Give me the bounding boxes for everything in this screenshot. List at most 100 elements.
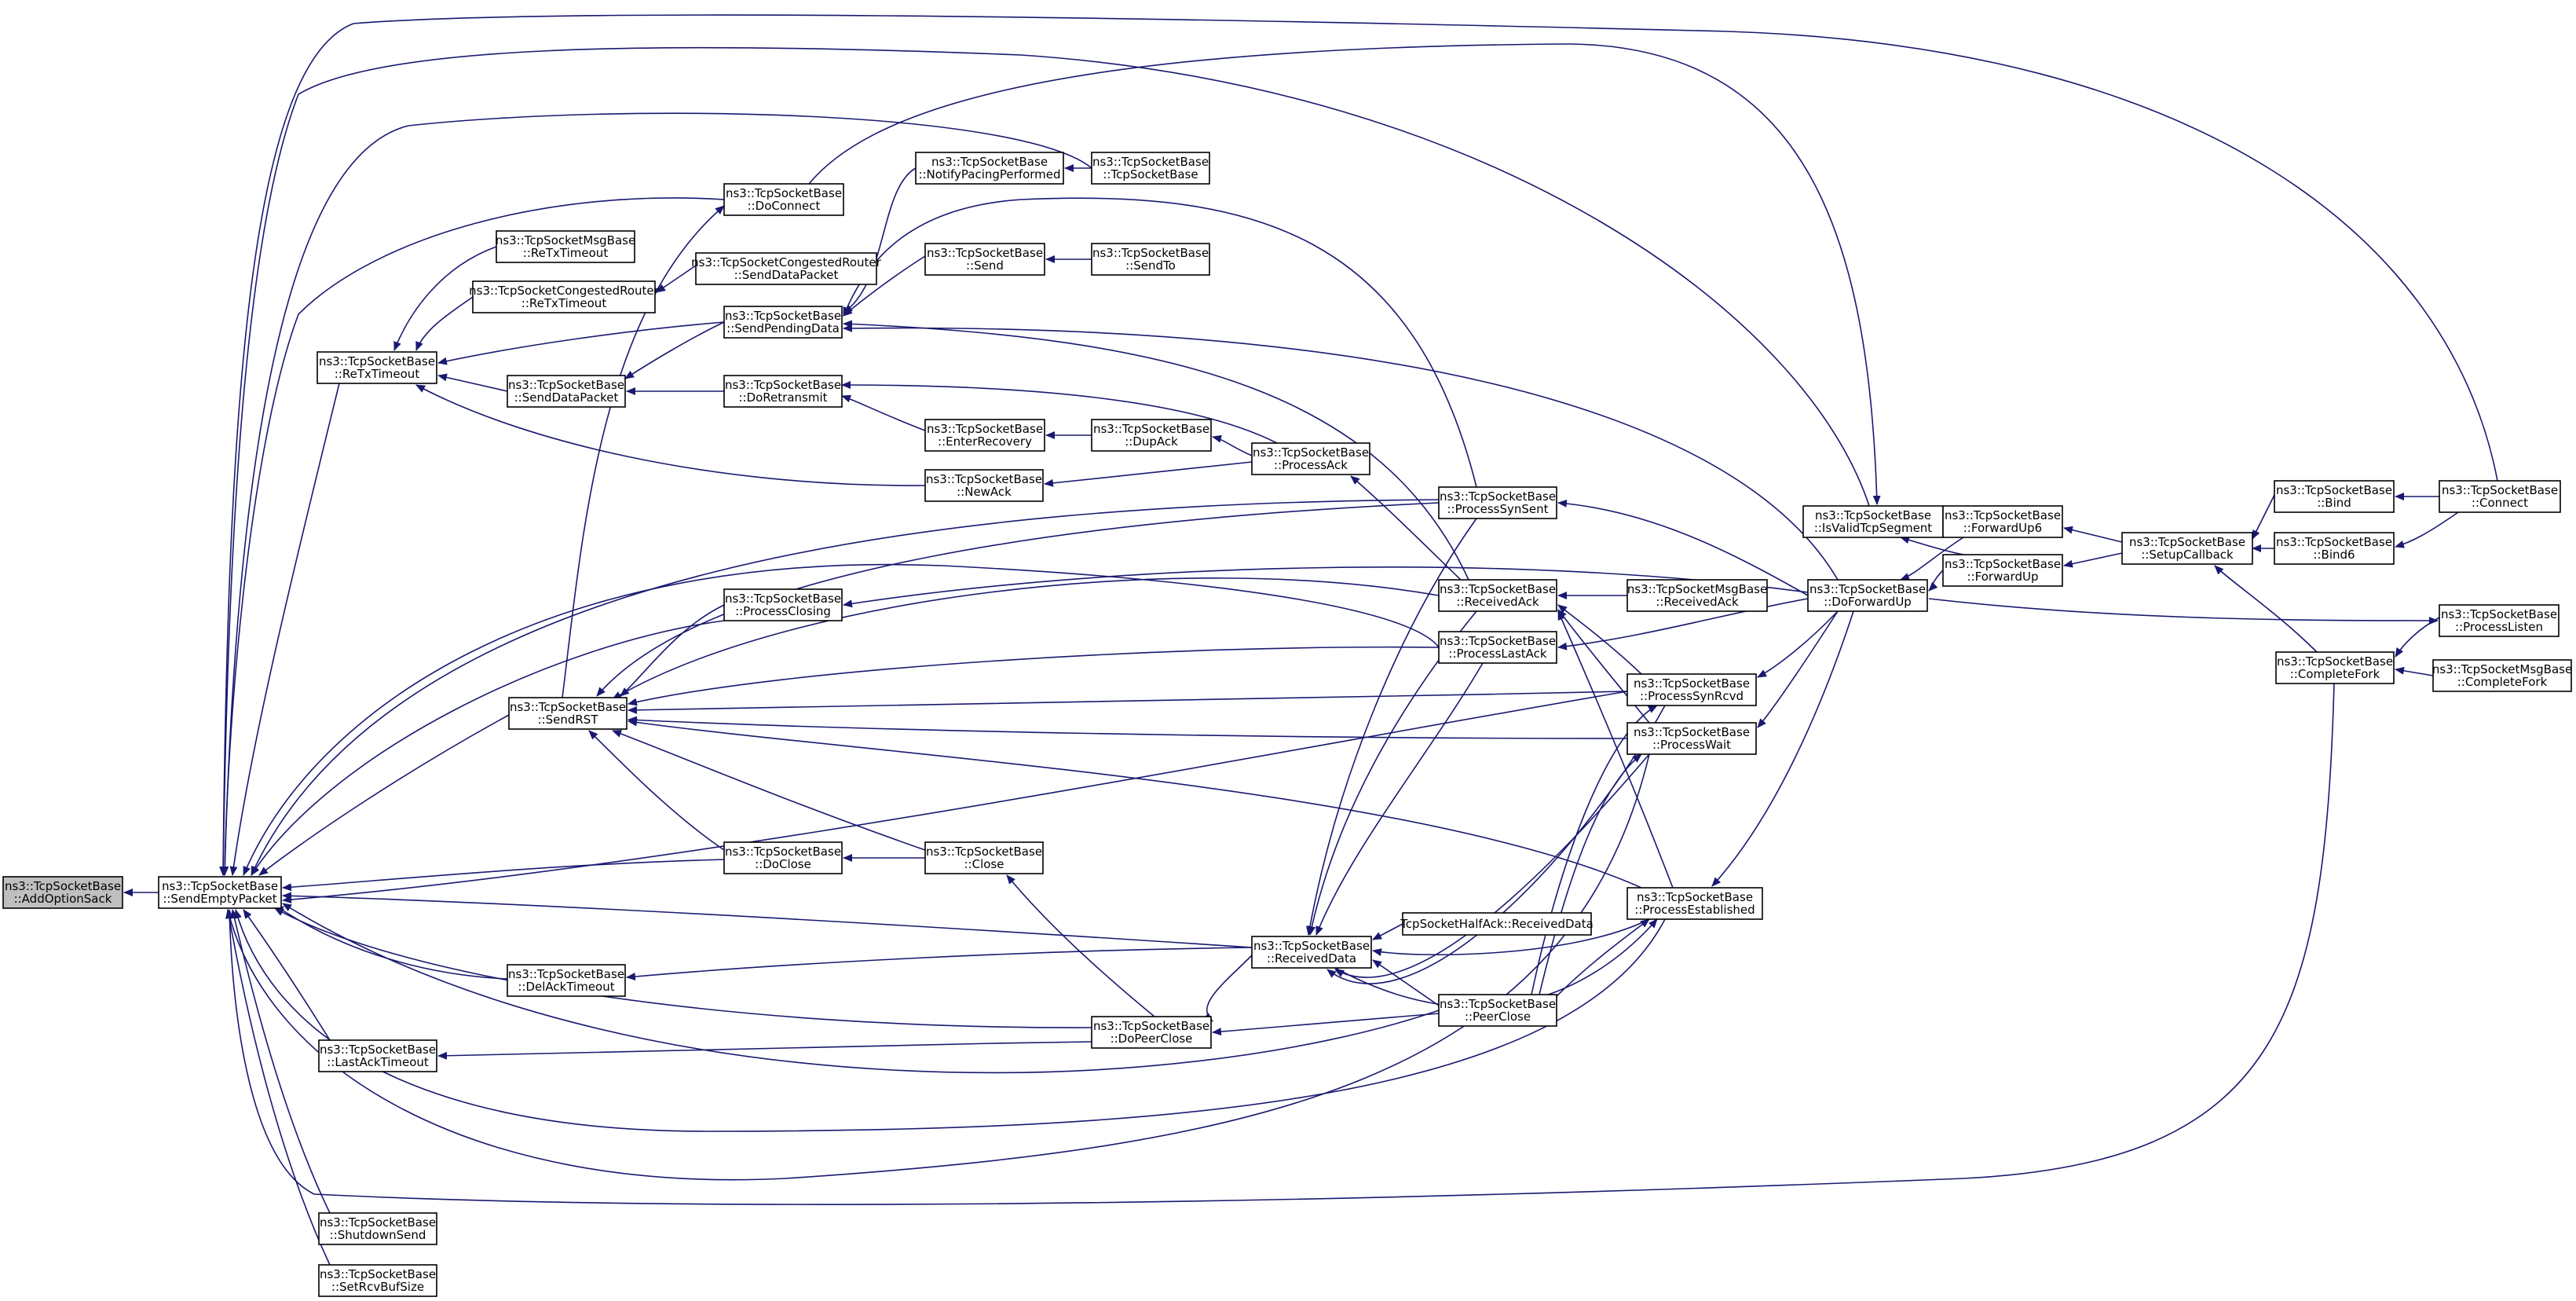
node-label-processsynrcvd-0: ns3::TcpSocketBase: [1634, 676, 1750, 691]
node-processwait[interactable]: ns3::TcpSocketBase::ProcessWait: [1626, 722, 1757, 755]
node-receivedack[interactable]: ns3::TcpSocketBase::ReceivedAck: [1438, 579, 1557, 612]
edge-close-to-sendrst: [612, 730, 926, 851]
edge-doforwardup-to-sendpending: [843, 324, 1839, 581]
node-label-bind6-1: ::Bind6: [2313, 548, 2355, 562]
node-congsenddata[interactable]: ns3::TcpSocketCongestedRouter::SendDataP…: [691, 252, 882, 285]
node-shutdownsend[interactable]: ns3::TcpSocketBase::ShutdownSend: [318, 1212, 437, 1245]
edge-setrcvbuf-to-sendempty: [225, 909, 331, 1266]
node-label-processlisten-1: ::ProcessListen: [2455, 620, 2543, 634]
node-doforwardup[interactable]: ns3::TcpSocketBase::DoForwardUp: [1807, 579, 1928, 612]
edge-processestablished-to-sendempty: [234, 909, 1666, 1132]
node-sendpending[interactable]: ns3::TcpSocketBase::SendPendingData: [723, 306, 843, 339]
edge-processwait-to-receivedack: [1557, 609, 1650, 724]
node-label-receiveddata-1: ::ReceivedData: [1267, 951, 1356, 966]
node-label-rextimeout-1: ::ReTxTimeout: [335, 367, 420, 381]
node-send[interactable]: ns3::TcpSocketBase::Send: [924, 243, 1045, 276]
node-label-senddatapacket-0: ns3::TcpSocketBase: [508, 378, 624, 392]
node-label-shutdownsend-0: ns3::TcpSocketBase: [320, 1215, 436, 1230]
node-rextimeout[interactable]: ns3::TcpSocketBase::ReTxTimeout: [317, 351, 437, 384]
node-msgcompletefork[interactable]: ns3::TcpSocketMsgBase::CompleteFork: [2432, 659, 2572, 692]
node-connect[interactable]: ns3::TcpSocketBase::Connect: [2439, 480, 2561, 513]
node-notifypacing[interactable]: ns3::TcpSocketBase::NotifyPacingPerforme…: [915, 152, 1064, 185]
node-label-doforwardup-0: ns3::TcpSocketBase: [1809, 582, 1926, 596]
node-forwardup[interactable]: ns3::TcpSocketBase::ForwardUp: [1942, 554, 2063, 587]
edge-processlastack-to-sendrst: [628, 646, 1440, 706]
node-root[interactable]: ns3::TcpSocketBase::AddOptionSack: [2, 876, 123, 909]
node-label-notifypacing-0: ns3::TcpSocketBase: [931, 155, 1048, 169]
node-bind6[interactable]: ns3::TcpSocketBase::Bind6: [2274, 532, 2395, 565]
edge-doclose-to-sendempty: [282, 859, 725, 892]
node-msgreceivedack[interactable]: ns3::TcpSocketMsgBase::ReceivedAck: [1626, 579, 1768, 612]
node-label-doconnect-1: ::DoConnect: [748, 199, 821, 213]
edge-shutdownsend-to-sendempty: [230, 909, 331, 1214]
node-label-processack-1: ::ProcessAck: [1274, 458, 1348, 472]
node-label-dopeerclose-0: ns3::TcpSocketBase: [1093, 1019, 1209, 1033]
node-setupcallback[interactable]: ns3::TcpSocketBase::SetupCallback: [2121, 532, 2253, 565]
node-lastacktimeout[interactable]: ns3::TcpSocketBase::LastAckTimeout: [318, 1039, 437, 1072]
node-setrcvbuf[interactable]: ns3::TcpSocketBase::SetRcvBufSize: [318, 1264, 437, 1297]
node-tcpsocketbase[interactable]: ns3::TcpSocketBase::TcpSocketBase: [1091, 152, 1210, 185]
node-label-doretransmit-0: ns3::TcpSocketBase: [725, 378, 841, 392]
edge-congsenddata-to-congrextimeout: [656, 265, 697, 293]
node-label-processclosing-1: ::ProcessClosing: [735, 604, 831, 618]
edge-sendrst-to-doconnect: [562, 205, 725, 698]
node-close[interactable]: ns3::TcpSocketBase::Close: [924, 841, 1044, 874]
node-processlastack[interactable]: ns3::TcpSocketBase::ProcessLastAck: [1438, 631, 1557, 664]
edge-doforwardup-to-processclosing: [843, 566, 1809, 608]
node-label-enterrecovery-1: ::EnterRecovery: [938, 434, 1032, 449]
node-congrextimeout[interactable]: ns3::TcpSocketCongestedRouter::ReTxTimeo…: [469, 280, 660, 313]
node-receiveddata[interactable]: ns3::TcpSocketBase::ReceivedData: [1251, 936, 1372, 969]
node-label-processestablished-0: ns3::TcpSocketBase: [1637, 890, 1753, 904]
node-senddatapacket[interactable]: ns3::TcpSocketBase::SendDataPacket: [507, 375, 626, 408]
node-label-doretransmit-1: ::DoRetransmit: [738, 390, 827, 405]
node-label-peerclose-0: ns3::TcpSocketBase: [1440, 997, 1556, 1011]
node-label-sendempty-0: ns3::TcpSocketBase: [162, 879, 278, 893]
node-sendempty[interactable]: ns3::TcpSocketBase::SendEmptyPacket: [158, 876, 282, 909]
node-label-connect-0: ns3::TcpSocketBase: [2442, 483, 2558, 497]
node-label-doclose-0: ns3::TcpSocketBase: [725, 845, 841, 859]
node-label-enterrecovery-0: ns3::TcpSocketBase: [927, 422, 1043, 436]
edge-receivedack-to-sendpending: [843, 320, 1469, 581]
node-dupack[interactable]: ns3::TcpSocketBase::DupAck: [1091, 419, 1212, 452]
node-label-processestablished-1: ::ProcessEstablished: [1634, 903, 1755, 917]
edge-newack-to-rextimeout: [415, 384, 926, 486]
edge-processsynsent-to-sendpending: [843, 197, 1477, 488]
node-dopeerclose[interactable]: ns3::TcpSocketBase::DoPeerClose: [1091, 1016, 1212, 1049]
node-isvalid[interactable]: ns3::TcpSocketBase::IsValidTcpSegment: [1802, 505, 1944, 538]
node-completefork[interactable]: ns3::TcpSocketBase::CompleteFork: [2275, 651, 2395, 684]
edge-receivedack-to-sendrst: [612, 577, 1440, 700]
node-processsynsent[interactable]: ns3::TcpSocketBase::ProcessSynSent: [1438, 486, 1557, 519]
node-halfack[interactable]: TcpSocketHalfAck::ReceivedData: [1400, 912, 1594, 936]
node-newack[interactable]: ns3::TcpSocketBase::NewAck: [924, 469, 1044, 502]
node-peerclose[interactable]: ns3::TcpSocketBase::PeerClose: [1438, 994, 1557, 1027]
edge-processlastack-to-receiveddata: [1315, 662, 1484, 936]
node-forwardup6[interactable]: ns3::TcpSocketBase::ForwardUp6: [1942, 505, 2063, 538]
node-label-processsynsent-0: ns3::TcpSocketBase: [1440, 489, 1556, 504]
node-doconnect[interactable]: ns3::TcpSocketBase::DoConnect: [723, 183, 844, 216]
node-label-dupack-0: ns3::TcpSocketBase: [1093, 422, 1209, 436]
edge-notifypacing-to-sendpending: [843, 167, 917, 313]
node-label-sendpending-1: ::SendPendingData: [726, 321, 840, 335]
node-doretransmit[interactable]: ns3::TcpSocketBase::DoRetransmit: [723, 375, 843, 408]
node-sendto[interactable]: ns3::TcpSocketBase::SendTo: [1091, 243, 1210, 276]
node-bind[interactable]: ns3::TcpSocketBase::Bind: [2274, 480, 2395, 513]
node-label-completefork-1: ::CompleteFork: [2290, 667, 2380, 681]
node-enterrecovery[interactable]: ns3::TcpSocketBase::EnterRecovery: [924, 419, 1045, 452]
edge-receiveddata-to-sendempty: [282, 892, 1253, 948]
node-processack[interactable]: ns3::TcpSocketBase::ProcessAck: [1251, 442, 1370, 475]
node-processclosing[interactable]: ns3::TcpSocketBase::ProcessClosing: [723, 588, 843, 621]
node-label-processsynsent-1: ::ProcessSynSent: [1447, 502, 1548, 516]
edge-processestablished-to-sendrst: [628, 718, 1642, 889]
node-label-isvalid-0: ns3::TcpSocketBase: [1815, 508, 1931, 522]
node-doclose[interactable]: ns3::TcpSocketBase::DoClose: [723, 841, 843, 874]
node-processlisten[interactable]: ns3::TcpSocketBase::ProcessListen: [2439, 604, 2560, 637]
node-sendrst[interactable]: ns3::TcpSocketBase::SendRST: [508, 697, 628, 730]
edge-dopeerclose-to-lastacktimeout: [437, 1041, 1092, 1060]
node-delack[interactable]: ns3::TcpSocketBase::DelAckTimeout: [507, 964, 626, 997]
node-processsynrcvd[interactable]: ns3::TcpSocketBase::ProcessSynRcvd: [1626, 673, 1757, 706]
node-msgrextimeout[interactable]: ns3::TcpSocketMsgBase::ReTxTimeout: [496, 230, 635, 263]
node-label-receivedack-0: ns3::TcpSocketBase: [1440, 582, 1556, 596]
node-processestablished[interactable]: ns3::TcpSocketBase::ProcessEstablished: [1626, 887, 1763, 920]
edge-doconnect-to-sendempty: [221, 197, 725, 876]
